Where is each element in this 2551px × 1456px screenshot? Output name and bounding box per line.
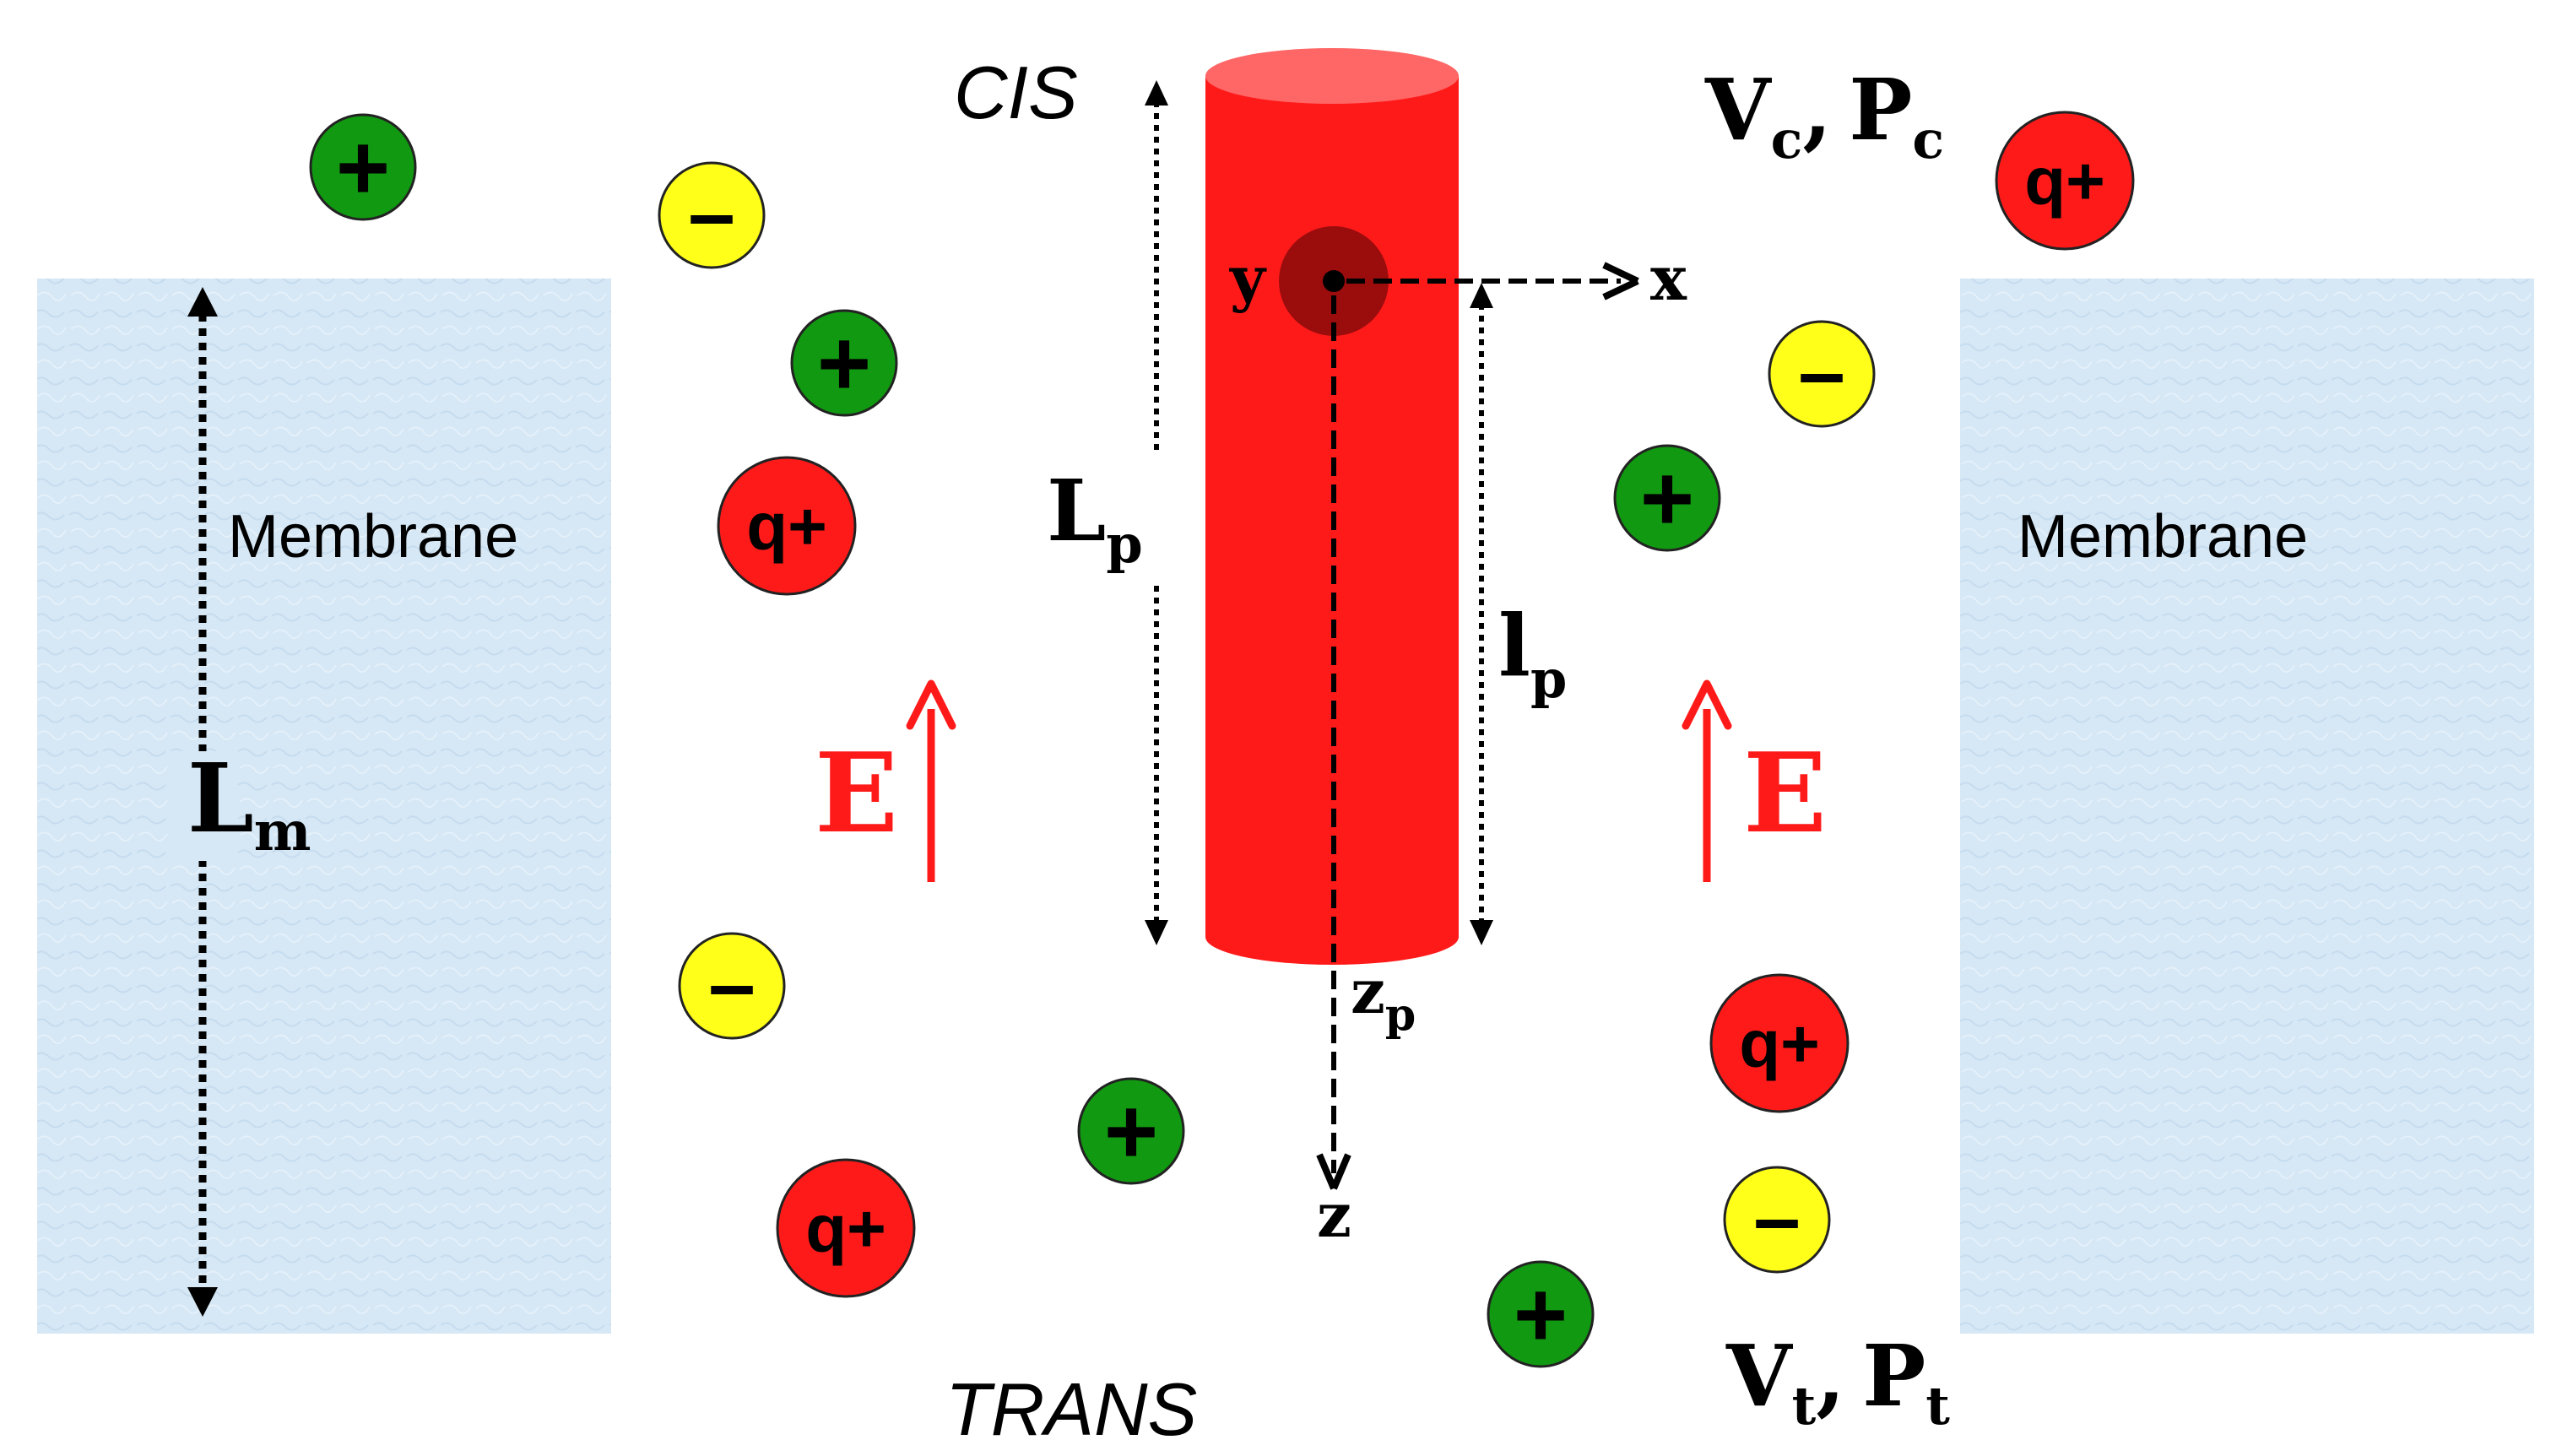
minus-ion: – bbox=[678, 932, 786, 1040]
membrane-right bbox=[1960, 279, 2534, 1334]
minus-ion-circle bbox=[678, 932, 786, 1040]
e-field-right-label: E bbox=[1743, 728, 1827, 858]
lm-label-bg bbox=[169, 751, 236, 861]
minus-ion: – bbox=[1768, 320, 1876, 428]
e-field-left-label: E bbox=[815, 728, 898, 858]
membrane-right-label: Membrane bbox=[2018, 503, 2308, 571]
membrane-left-label: Membrane bbox=[228, 503, 518, 571]
lm-arrow-bottom bbox=[187, 1287, 218, 1317]
vt-pt-label: Vt,Pt bbox=[1725, 1326, 1950, 1437]
qplus-ion-symbol: q+ bbox=[2024, 143, 2105, 219]
minus-ion: – bbox=[658, 161, 766, 269]
lm-label: Lm bbox=[187, 744, 311, 863]
Lp-arrow-bottom bbox=[1145, 920, 1168, 945]
zp-label: zp bbox=[1351, 955, 1416, 1041]
qplus-ion: q+ bbox=[776, 1158, 916, 1298]
plus-ion: + bbox=[1487, 1260, 1595, 1368]
lp-arrow-bottom bbox=[1470, 920, 1493, 945]
minus-ion-symbol: – bbox=[1798, 325, 1845, 419]
lp-label: lp bbox=[1498, 596, 1567, 710]
qplus-ion-symbol: q+ bbox=[805, 1191, 886, 1266]
qplus-ion-circle bbox=[776, 1158, 916, 1298]
lp-arrow-top bbox=[1470, 283, 1493, 308]
plus-ion: + bbox=[790, 309, 898, 417]
qplus-ion-circle bbox=[1995, 111, 2135, 251]
plus-ion-circle bbox=[1077, 1077, 1185, 1185]
plus-ion-symbol: + bbox=[1514, 1263, 1568, 1367]
minus-ion-symbol: – bbox=[708, 937, 756, 1031]
field-arrow-right bbox=[1682, 679, 1732, 882]
plus-ion-symbol: + bbox=[336, 116, 390, 219]
minus-ion-symbol: – bbox=[688, 166, 735, 261]
origin-point bbox=[1323, 270, 1345, 292]
plus-ion-symbol: + bbox=[817, 311, 871, 415]
x-axis-label: x bbox=[1650, 242, 1687, 314]
vc-pc-label: Vc,Pc bbox=[1704, 60, 1944, 170]
plus-ion: + bbox=[1613, 444, 1721, 552]
qplus-ion-symbol: q+ bbox=[746, 489, 827, 564]
plus-ion-circle bbox=[309, 113, 417, 221]
cis-label: CIS bbox=[954, 51, 1078, 134]
minus-ion-symbol: – bbox=[1753, 1171, 1801, 1265]
plus-ion: + bbox=[1077, 1077, 1185, 1185]
qplus-ion: q+ bbox=[1709, 973, 1850, 1113]
plus-ion-symbol: + bbox=[1640, 447, 1694, 550]
Lp-label-bg bbox=[1038, 456, 1165, 582]
minus-ion-circle bbox=[1768, 320, 1876, 428]
trans-label: TRANS bbox=[945, 1367, 1197, 1451]
field-arrow-left bbox=[906, 679, 956, 882]
Lp-label: Lp bbox=[1047, 461, 1143, 575]
x-axis-arrowhead bbox=[1602, 262, 1639, 300]
qplus-ion-circle bbox=[717, 456, 857, 596]
minus-ion: – bbox=[1723, 1166, 1831, 1274]
ions-layer: +–+q+–+q++–q++–q+ bbox=[309, 111, 2135, 1368]
Lp-arrow-top bbox=[1145, 80, 1168, 106]
plus-ion-circle bbox=[1613, 444, 1721, 552]
qplus-ion: q+ bbox=[717, 456, 857, 596]
qplus-ion-circle bbox=[1709, 973, 1850, 1113]
membrane-left bbox=[37, 279, 611, 1334]
minus-ion-circle bbox=[1723, 1166, 1831, 1274]
y-axis-label: y bbox=[1229, 242, 1267, 314]
z-axis-arrowhead bbox=[1316, 1153, 1351, 1190]
z-axis-label: z bbox=[1317, 1179, 1351, 1251]
plus-ion-circle bbox=[790, 309, 898, 417]
charged-rod bbox=[1205, 48, 1459, 965]
qplus-ion: q+ bbox=[1995, 111, 2135, 251]
plus-ion: + bbox=[309, 113, 417, 221]
minus-ion-circle bbox=[658, 161, 766, 269]
plus-ion-symbol: + bbox=[1104, 1080, 1158, 1183]
lm-arrow-top bbox=[187, 287, 218, 317]
plus-ion-circle bbox=[1487, 1260, 1595, 1368]
qplus-ion-symbol: q+ bbox=[1739, 1006, 1820, 1081]
